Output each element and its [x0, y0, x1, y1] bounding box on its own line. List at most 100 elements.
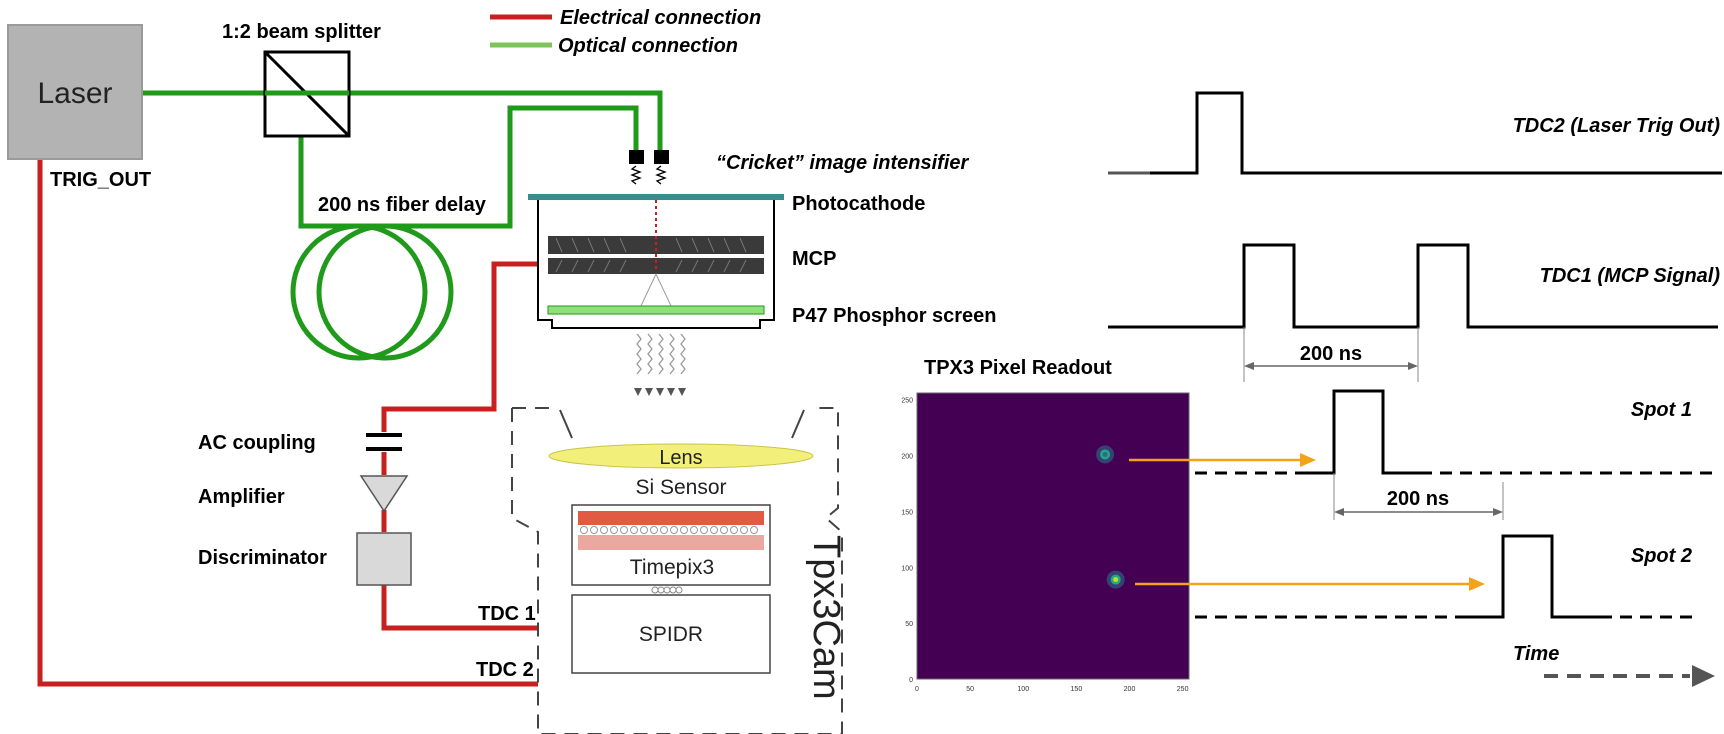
trig-out-cable	[37, 158, 538, 687]
spot2-arrowhead	[1469, 577, 1485, 591]
fiber-coil-2	[316, 223, 454, 361]
spot1-trace-label: Spot 1	[1631, 399, 1692, 421]
tdc1-waveform	[1108, 243, 1718, 329]
lens-label: Lens	[659, 447, 702, 469]
mcp-channels	[555, 237, 747, 273]
delay1-arrow-left	[1244, 362, 1254, 370]
timing-diagram: TDC2 (Laser Trig Out) TDC1 (MCP Signal) …	[1108, 91, 1722, 687]
photocathode-label: Photocathode	[792, 193, 925, 215]
delay2-arrow-right	[1493, 508, 1503, 516]
photon-wiggle-2	[655, 165, 667, 185]
readout-y-tick-label: 150	[901, 509, 913, 516]
spot2-trace-label: Spot 2	[1631, 545, 1692, 567]
fiber-coil-1	[290, 223, 428, 361]
delay2-arrow-left	[1334, 508, 1344, 516]
legend-electrical-label: Electrical connection	[560, 7, 761, 29]
beam-splitter: 1:2 beam splitter	[222, 21, 381, 138]
tdc2-trace: TDC2 (Laser Trig Out)	[1108, 91, 1722, 175]
fiber-delay-label: 200 ns fiber delay	[318, 194, 487, 216]
readout-spots	[1096, 445, 1125, 589]
tdc2-trace-label: TDC2 (Laser Trig Out)	[1513, 115, 1721, 137]
tdc1-label: TDC 1	[478, 603, 536, 625]
delay-fiber	[298, 98, 639, 229]
emitted-light	[636, 333, 686, 375]
readout-x-tick-label: 0	[915, 686, 919, 693]
readout-y-tick-label: 100	[901, 565, 913, 572]
readout-arrows	[1129, 453, 1485, 591]
light-arrowheads	[634, 388, 686, 396]
tpx3cam: Lens Si Sensor Timepix3 SPIDR Tpx3Cam	[511, 407, 847, 734]
si-sensor-label: Si Sensor	[635, 476, 726, 499]
timepix3-label: Timepix3	[630, 556, 714, 579]
beam-splitter-label: 1:2 beam splitter	[222, 21, 381, 43]
camera-outline	[511, 407, 843, 734]
time-arrowhead	[1692, 665, 1715, 687]
readout-y-tick-label: 0	[909, 677, 913, 684]
laser-box	[7, 24, 143, 160]
image-intensifier: “Cricket” image intensifier	[528, 150, 997, 396]
timepix3-chip-layer	[578, 535, 764, 550]
electrical-lines	[37, 158, 538, 687]
photon-wiggle-1	[630, 165, 642, 185]
readout-y-tick-label: 250	[901, 398, 913, 405]
discriminator-label: Discriminator	[198, 547, 327, 569]
readout-y-tick-label: 50	[905, 621, 913, 628]
lens	[548, 443, 814, 469]
tdc1-trace-label: TDC1 (MCP Signal)	[1540, 265, 1721, 287]
spot1-waveform	[1302, 389, 1420, 475]
discriminator-box	[356, 532, 412, 586]
readout-x-ticks: 0 50 100 150 200 250	[915, 686, 1189, 693]
amplifier-label: Amplifier	[198, 486, 285, 508]
delay1-label: 200 ns	[1300, 343, 1362, 365]
tdc2-label: TDC 2	[476, 659, 534, 681]
amplifier-symbol	[359, 475, 409, 513]
intensifier-title: “Cricket” image intensifier	[716, 152, 970, 174]
legend-optical-label: Optical connection	[558, 35, 738, 57]
readout-spot-core	[1102, 451, 1108, 457]
readout-y-ticks: 250 200 150 100 50 0	[901, 398, 913, 684]
tdc2-waveform	[1108, 91, 1722, 175]
fiber-terminal-1	[629, 150, 644, 164]
readout-x-tick-label: 200	[1124, 686, 1136, 693]
laser: Laser TRIG_OUT	[7, 24, 151, 191]
readout-x-tick-label: 250	[1177, 686, 1189, 693]
pixel-readout: TPX3 Pixel Readout 0 50 100 150 200 250 250 20…	[901, 357, 1485, 693]
spot1-trace: Spot 1 200 ns	[1195, 389, 1720, 520]
spot2-trace: Spot 2	[1195, 534, 1700, 619]
spot2-waveform	[1460, 534, 1600, 619]
readout-image	[917, 393, 1189, 679]
readout-spot-core	[1113, 577, 1119, 583]
camera-lens-mount-left	[559, 409, 573, 439]
laser-label: Laser	[37, 77, 112, 110]
bump-bonds	[580, 526, 758, 534]
trig-out-label: TRIG_OUT	[50, 169, 151, 191]
readout-x-tick-label: 150	[1071, 686, 1083, 693]
readout-frame	[916, 392, 1190, 680]
phosphor-label: P47 Phosphor screen	[792, 305, 997, 327]
photocathode-plate	[528, 194, 784, 200]
spidr-label: SPIDR	[639, 623, 703, 646]
readout-x-tick-label: 100	[1017, 686, 1029, 693]
tpx3cam-label: Tpx3Cam	[805, 535, 847, 700]
readout-y-tick-label: 200	[901, 454, 913, 461]
delay2-label: 200 ns	[1387, 488, 1449, 510]
time-label: Time	[1513, 643, 1559, 665]
readout-x-tick-label: 50	[966, 686, 974, 693]
camera-lens-mount-right	[791, 409, 805, 439]
mcp-label: MCP	[792, 248, 836, 270]
chip-connector	[651, 586, 683, 594]
readout-title: TPX3 Pixel Readout	[924, 357, 1112, 379]
legend: Electrical connection Optical connection	[490, 7, 761, 57]
fiber-terminal-2	[654, 150, 669, 164]
time-axis: Time	[1513, 643, 1715, 687]
delay1-arrow-right	[1408, 362, 1418, 370]
electronics-chain: AC coupling Amplifier Discriminator TDC …	[198, 432, 536, 681]
ac-coupling-label: AC coupling	[198, 432, 316, 454]
spidr-board	[571, 594, 771, 674]
phosphor-screen	[547, 305, 765, 315]
mcp-signal-cable	[381, 261, 538, 432]
disc-to-tdc1-cable	[381, 585, 538, 631]
laser-to-splitter-fiber	[142, 90, 663, 150]
si-sensor-layer	[578, 511, 764, 525]
